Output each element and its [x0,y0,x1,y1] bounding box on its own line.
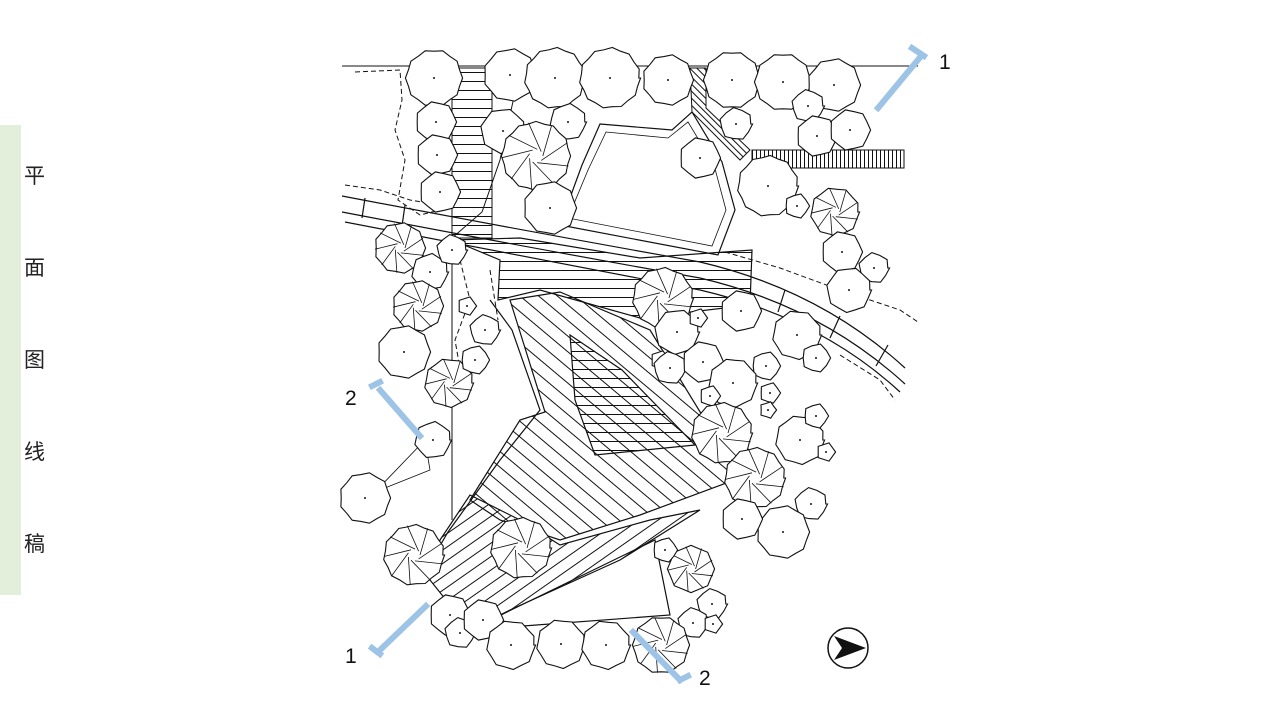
tree-canopy [722,498,764,540]
tree-canopy [804,403,830,429]
title-char-4: 线 [24,440,45,464]
tree-canopy [484,48,538,102]
tree-canopy [700,385,722,407]
tree-canopy [680,137,722,179]
tree-canopy [420,171,462,213]
tree-canopy [737,154,800,217]
tree-canopy-radial [424,358,475,409]
tree-canopy-radial [374,222,427,274]
tree-canopy-radial [631,617,691,673]
tree-canopy [417,134,459,176]
tree-canopy-radial [490,516,553,579]
tree-canopy [378,325,432,379]
title-char-1: 平 [24,164,45,188]
section-label-1-bottom: 1 [345,645,357,668]
section-label-2-bottom: 2 [699,667,711,690]
tree-canopy [486,620,537,671]
diagonal-deck-center [469,291,741,541]
title-char-2: 面 [24,256,45,280]
tree-canopy [579,46,642,109]
tree-canopy [719,106,754,140]
tree-canopy [760,382,782,404]
tree-canopy [794,486,829,520]
tree-canopies [340,46,891,673]
zigzag-deck-edge [419,299,541,581]
tree-canopy [536,619,587,670]
tree-canopy [524,181,578,235]
tree-canopy [689,308,709,328]
tree-canopy-radial [724,446,787,509]
central-building-inner [567,121,727,247]
tree-canopy [677,606,710,638]
section-line-1-1 [367,43,929,659]
tree-canopy [757,505,811,559]
title-char-3: 图 [24,348,45,372]
tree-canopy-radial [383,523,446,586]
tree-canopy [797,115,839,157]
tree-canopy [830,109,872,151]
tree-canopy [752,351,782,381]
page-title: 平 面 图 线 稿 [24,160,50,560]
tree-canopy [822,231,864,273]
tree-canopy [704,614,724,634]
section-label-1-top: 1 [939,51,951,74]
section-line-2-2 [367,377,693,685]
tree-canopy-radial [666,544,716,594]
section-label-2-left: 2 [345,387,357,410]
tree-canopy-radial [392,280,445,332]
title-char-5: 稿 [24,532,45,556]
tree-canopy [858,251,891,283]
tree-canopy [643,54,695,106]
tree-canopy [458,296,478,316]
tree-canopy [702,52,762,108]
tree-canopy-radial [810,187,861,238]
tree-canopy [785,193,811,219]
tree-canopy [826,267,873,314]
tree-canopy [524,46,587,109]
tree-canopy [721,290,763,332]
tree-canopy [436,233,469,265]
tree-canopy [581,620,632,671]
tree-canopy [340,472,392,524]
tree-canopy [817,442,837,462]
tree-canopy [653,537,679,563]
tree-canopy [760,401,778,419]
north-arrow-icon [827,627,869,669]
tree-canopy [708,358,759,409]
side-title-bar [0,125,21,595]
tree-canopy [802,343,832,373]
tree-canopy [549,102,588,140]
tree-canopy [461,345,491,375]
tree-canopy [469,313,502,345]
tree-canopy [404,50,464,106]
